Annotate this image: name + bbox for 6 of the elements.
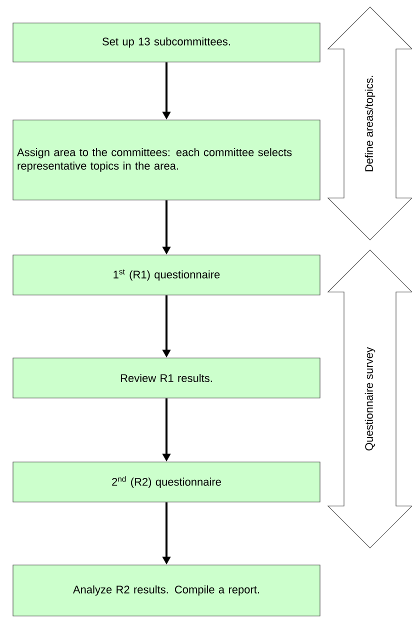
- process-box: 2$^{nd}$ (R2) questionnaire: [12, 462, 320, 502]
- process-box: Assign area to the committees: each committee selects representative topics in the area.: [12, 120, 320, 200]
- process-box: 1$^{st}$ (R1) questionnaire: [12, 254, 320, 296]
- process-box: Set up 13 subcommittees.: [12, 22, 320, 62]
- process-box: Analyze R2 results. Compile a report.: [12, 564, 320, 616]
- process-box: Review R1 results.: [12, 358, 320, 398]
